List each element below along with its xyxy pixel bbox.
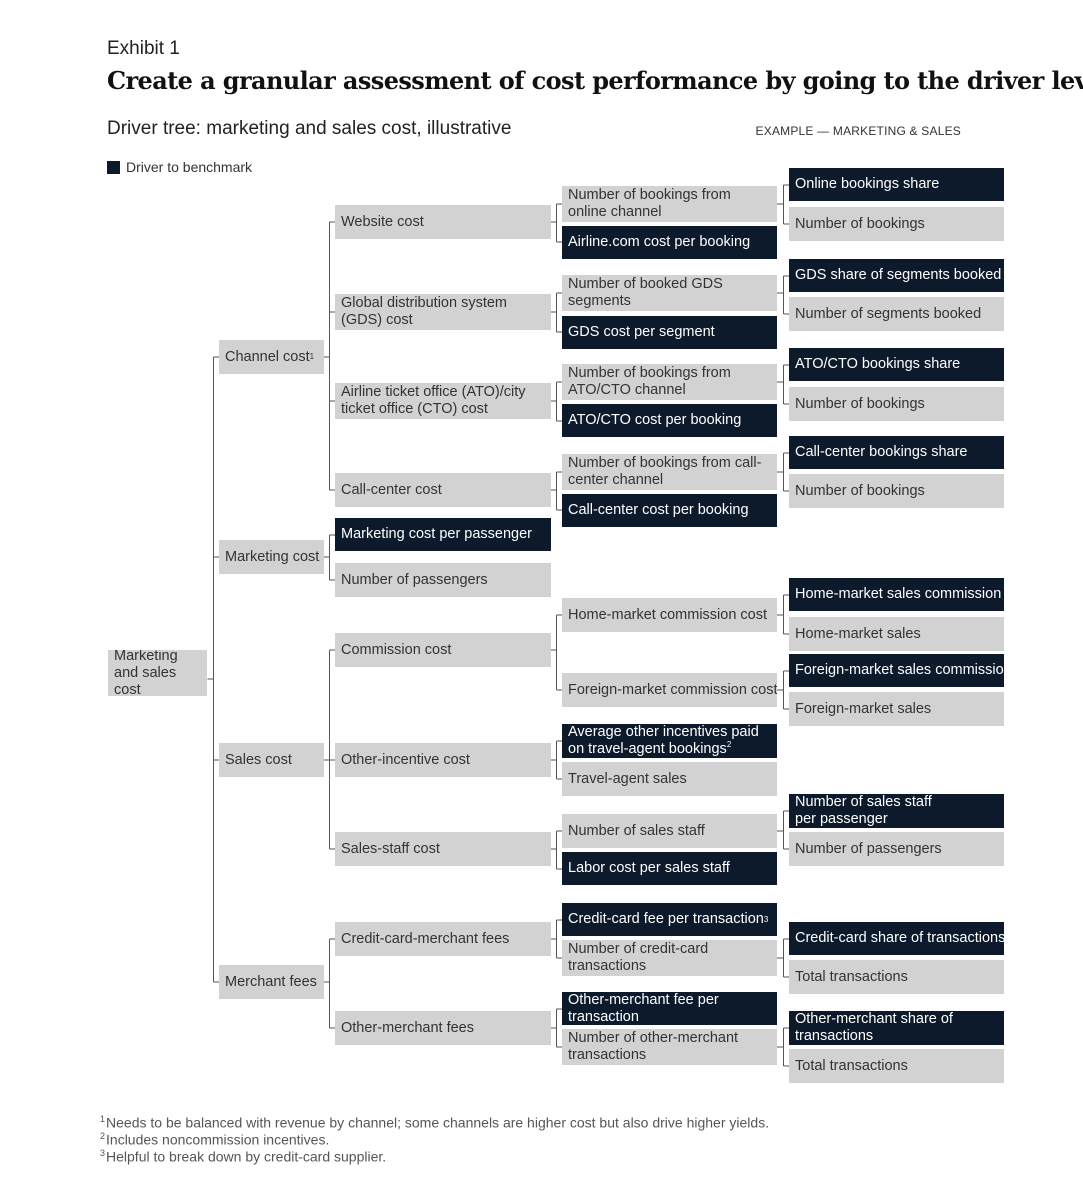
legend-swatch [107,160,120,174]
footnote-1: 1Needs to be balanced with revenue by ch… [100,1114,769,1131]
node-marketing-cost-per-passenger: Marketing cost per passenger [335,518,551,551]
node-gds-cost-per-segment: GDS cost per segment [562,316,777,349]
node-sales-staff-per-passenger: Number of sales staff per passenger [789,794,1004,828]
node-other-merchant-fees: Other-merchant fees [335,1011,551,1045]
node-airline-cost-per-booking: Airline.com cost per booking [562,226,777,259]
node-number-of-segments-booked: Number of segments booked [789,297,1004,331]
node-other-incentive-cost: Other-incentive cost [335,743,551,777]
node-bookings-online-channel: Number of bookings from online channel [562,186,777,222]
footnote-2-text: Includes noncommission incentives. [106,1131,330,1148]
node-commission-cost: Commission cost [335,633,551,667]
node-average-other-incentives: Average other incentives paid on travel-… [562,724,777,758]
node-call-center-cost-per-booking: Call-center cost per booking [562,494,777,527]
credit-card-fee-label: Credit-card fee per transaction [568,911,764,927]
node-marketing-cost: Marketing cost [219,540,324,574]
node-bookings-ato-cto-channel: Number of bookings from ATO/CTO channel [562,364,777,400]
channel-cost-label: Channel cost [225,348,310,365]
node-foreign-market-sales-commission: Foreign-market sales commission [789,654,1004,687]
node-ato-cto-cost-per-booking: ATO/CTO cost per booking [562,404,777,437]
node-ato-cto-cost: Airline ticket office (ATO)/city ticket … [335,383,551,419]
node-total-transactions-credit-card: Total transactions [789,960,1004,994]
footnote-2: 2Includes noncommission incentives. [100,1131,329,1148]
node-home-market-sales-commission: Home-market sales commission [789,578,1004,611]
legend-label: Driver to benchmark [126,159,253,175]
node-number-of-passengers-sales: Number of passengers [789,832,1004,866]
node-home-market-commission-cost: Home-market commission cost [562,598,777,632]
node-travel-agent-sales: Travel-agent sales [562,762,777,796]
node-home-market-sales: Home-market sales [789,617,1004,651]
node-total-transactions-other-merchant: Total transactions [789,1049,1004,1083]
node-labor-cost-per-sales-staff: Labor cost per sales staff [562,852,777,885]
legend: Driver to benchmark [107,159,252,175]
node-marketing-and-sales-cost: Marketing and sales cost [108,650,207,696]
node-sales-cost: Sales cost [219,743,324,777]
node-sales-staff-cost: Sales-staff cost [335,832,551,866]
node-other-merchant-share-of-transactions: Other-merchant share of transactions [789,1011,1004,1045]
node-number-of-bookings-online: Number of bookings [789,207,1004,241]
footnote-3-text: Helpful to break down by credit-card sup… [106,1148,387,1165]
footnote-ref-2: 2 [726,740,732,750]
node-number-other-merchant-transactions: Number of other-merchant transactions [562,1029,777,1065]
exhibit-label: Exhibit 1 [107,38,180,59]
node-other-merchant-fee-per-transaction: Other-merchant fee per transaction [562,992,777,1025]
node-foreign-market-sales: Foreign-market sales [789,692,1004,726]
node-online-bookings-share: Online bookings share [789,168,1004,201]
node-merchant-fees: Merchant fees [219,965,324,999]
footnote-3-mark: 3 [100,1148,106,1158]
node-booked-gds-segments: Number of booked GDS segments [562,275,777,311]
node-call-center-bookings-share: Call-center bookings share [789,436,1004,469]
node-gds-share-of-segments: GDS share of segments booked [789,259,1004,292]
footnote-1-text: Needs to be balanced with revenue by cha… [106,1114,770,1131]
node-bookings-call-center-channel: Number of bookings from call-center chan… [562,454,777,490]
example-tag: EXAMPLE — MARKETING & SALES [755,124,961,138]
footnote-2-mark: 2 [100,1131,106,1141]
page-subtitle: Driver tree: marketing and sales cost, i… [107,118,512,139]
node-call-center-cost: Call-center cost [335,473,551,507]
page-title: Create a granular assessment of cost per… [107,66,1083,95]
footnote-1-mark: 1 [100,1114,106,1124]
footnote-3: 3Helpful to break down by credit-card su… [100,1148,386,1165]
node-foreign-market-commission-cost: Foreign-market commission cost [562,673,777,707]
node-number-of-sales-staff: Number of sales staff [562,814,777,848]
node-credit-card-share-of-transactions: Credit-card share of transactions [789,922,1004,955]
node-gds-cost: Global distribution system (GDS) cost [335,294,551,330]
node-number-credit-card-transactions: Number of credit-card transactions [562,940,777,976]
node-ato-cto-bookings-share: ATO/CTO bookings share [789,348,1004,381]
node-number-of-bookings-call-center: Number of bookings [789,474,1004,508]
node-credit-card-merchant-fees: Credit-card-merchant fees [335,922,551,956]
node-number-of-bookings-ato: Number of bookings [789,387,1004,421]
node-website-cost: Website cost [335,205,551,239]
average-other-incentives-label: Average other incentives paid on travel-… [568,724,759,757]
node-number-of-passengers-marketing: Number of passengers [335,563,551,597]
